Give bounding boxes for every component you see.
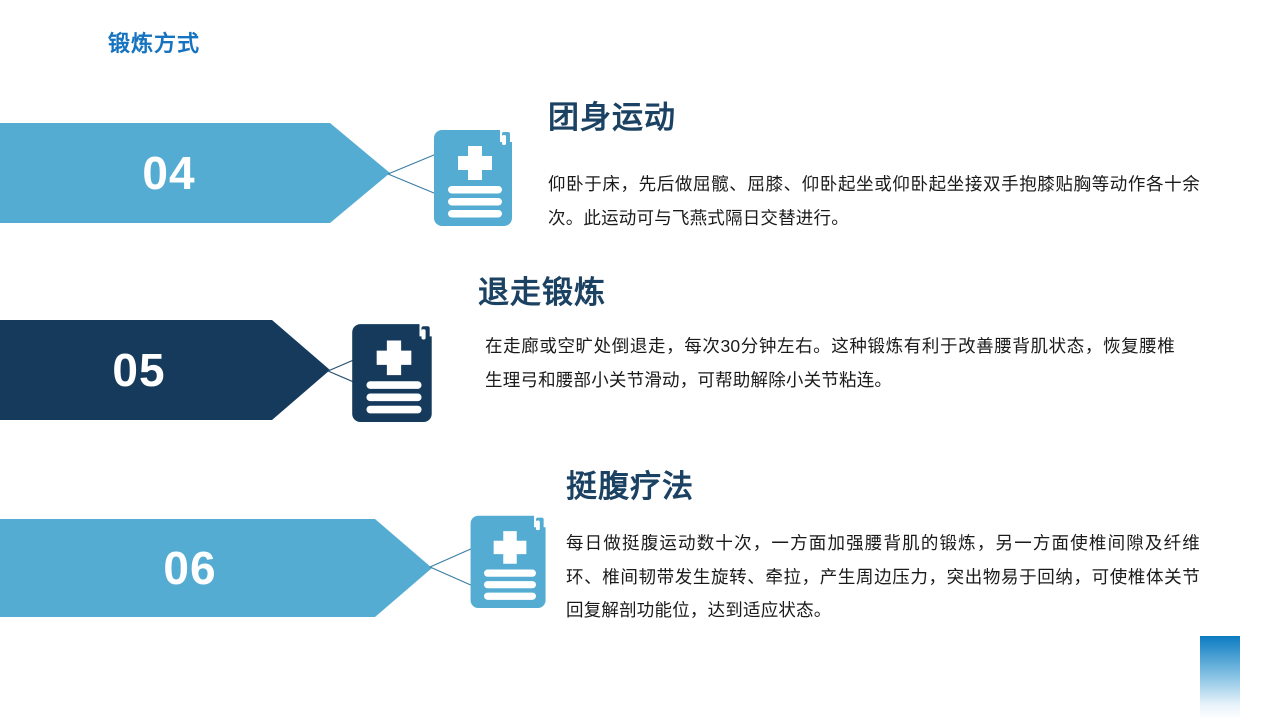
prescription-icon-04 — [434, 130, 512, 226]
section-title-05: 退走锻炼 — [478, 275, 606, 310]
corner-gradient-decoration — [1200, 636, 1240, 720]
page-title: 锻炼方式 — [108, 31, 201, 56]
step-banner-06[interactable]: 06 — [0, 519, 432, 617]
step-number-05: 05 — [112, 344, 166, 396]
step-number-06: 06 — [163, 542, 217, 594]
section-body-06: 每日做挺腹运动数十次，一方面加强腰背肌的锻炼，另一方面使椎间隙及纤维环、椎间韧带… — [566, 533, 1200, 621]
section-title-04: 团身运动 — [548, 100, 676, 135]
prescription-icon-05 — [352, 324, 432, 422]
step-number-04: 04 — [142, 147, 196, 199]
prescription-icon-06 — [470, 515, 546, 608]
section-body-05: 在走廊或空旷处倒退走，每次30分钟左右。这种锻炼有利于改善腰背肌状态，恢复腰椎生… — [485, 336, 1175, 390]
section-title-06: 挺腹疗法 — [566, 469, 694, 504]
step-banner-04[interactable]: 04 — [0, 123, 390, 223]
section-body-04: 仰卧于床，先后做屈髋、屈膝、仰卧起坐或仰卧起坐接双手抱膝贴胸等动作各十余次。此运… — [548, 174, 1200, 228]
step-banner-05[interactable]: 05 — [0, 320, 330, 420]
